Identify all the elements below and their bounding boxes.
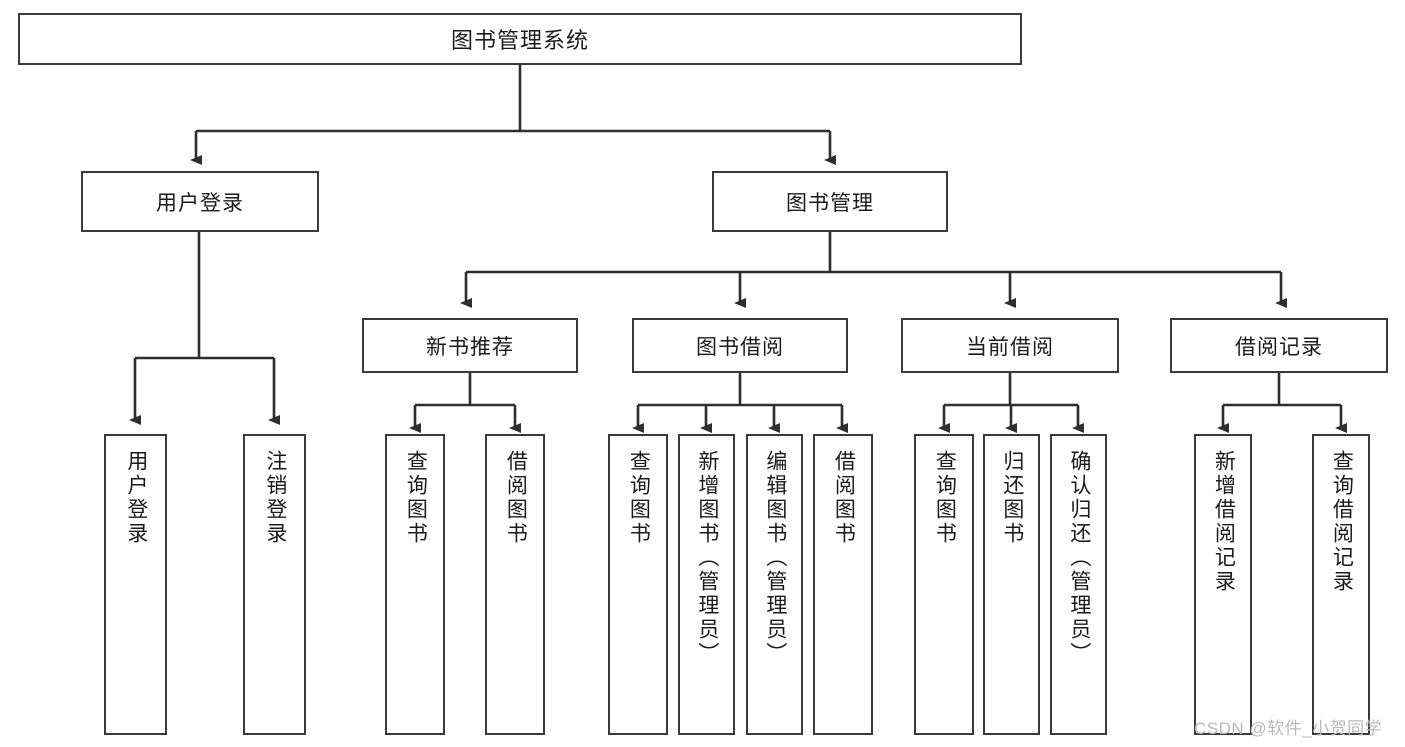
node-label: 新增图书（管理员） <box>695 450 719 666</box>
node-label: 查询借阅记录 <box>1330 450 1354 594</box>
node-book-management[interactable]: 图书管理 <box>712 171 948 232</box>
node-root-system[interactable]: 图书管理系统 <box>18 13 1022 65</box>
leaf-query-record[interactable]: 查询借阅记录 <box>1312 434 1370 735</box>
node-label: 用户登录 <box>124 450 148 546</box>
node-label: 注销登录 <box>263 450 287 546</box>
leaf-query-book-3[interactable]: 查询图书 <box>914 434 974 735</box>
leaf-add-record[interactable]: 新增借阅记录 <box>1194 434 1252 735</box>
leaf-confirm-return[interactable]: 确认归还（管理员） <box>1050 434 1107 735</box>
leaf-logout[interactable]: 注销登录 <box>243 434 306 735</box>
leaf-borrow-book-2[interactable]: 借阅图书 <box>813 434 873 735</box>
node-label: 借阅图书 <box>832 450 856 546</box>
node-label: 图书管理 <box>786 191 874 215</box>
node-label: 查询图书 <box>404 450 428 546</box>
leaf-user-login[interactable]: 用户登录 <box>104 434 167 735</box>
watermark-text: CSDN @软件_小贺同学 <box>1194 719 1383 738</box>
node-label: 图书管理系统 <box>450 28 589 53</box>
node-new-book-recommend[interactable]: 新书推荐 <box>362 318 578 373</box>
node-label: 借阅记录 <box>1235 335 1323 359</box>
node-label: 借阅图书 <box>504 450 528 546</box>
node-label: 当前借阅 <box>966 335 1054 359</box>
node-book-borrow[interactable]: 图书借阅 <box>632 318 848 373</box>
node-label: 查询图书 <box>627 450 651 546</box>
node-label: 图书借阅 <box>696 335 784 359</box>
node-label: 查询图书 <box>933 450 957 546</box>
leaf-return-book[interactable]: 归还图书 <box>983 434 1040 735</box>
node-label: 归还图书 <box>1000 450 1024 546</box>
node-label: 用户登录 <box>156 191 244 215</box>
leaf-edit-book[interactable]: 编辑图书（管理员） <box>746 434 803 735</box>
node-label: 确认归还（管理员） <box>1067 450 1091 666</box>
leaf-query-book-1[interactable]: 查询图书 <box>385 434 445 735</box>
leaf-add-book[interactable]: 新增图书（管理员） <box>678 434 735 735</box>
node-label: 新书推荐 <box>426 335 514 359</box>
node-borrow-record[interactable]: 借阅记录 <box>1170 318 1388 373</box>
node-label: 新增借阅记录 <box>1212 450 1236 594</box>
node-current-borrow[interactable]: 当前借阅 <box>901 318 1119 373</box>
node-user-login[interactable]: 用户登录 <box>81 171 319 232</box>
leaf-borrow-book-1[interactable]: 借阅图书 <box>485 434 545 735</box>
node-label: 编辑图书（管理员） <box>763 450 787 666</box>
leaf-query-book-2[interactable]: 查询图书 <box>608 434 668 735</box>
